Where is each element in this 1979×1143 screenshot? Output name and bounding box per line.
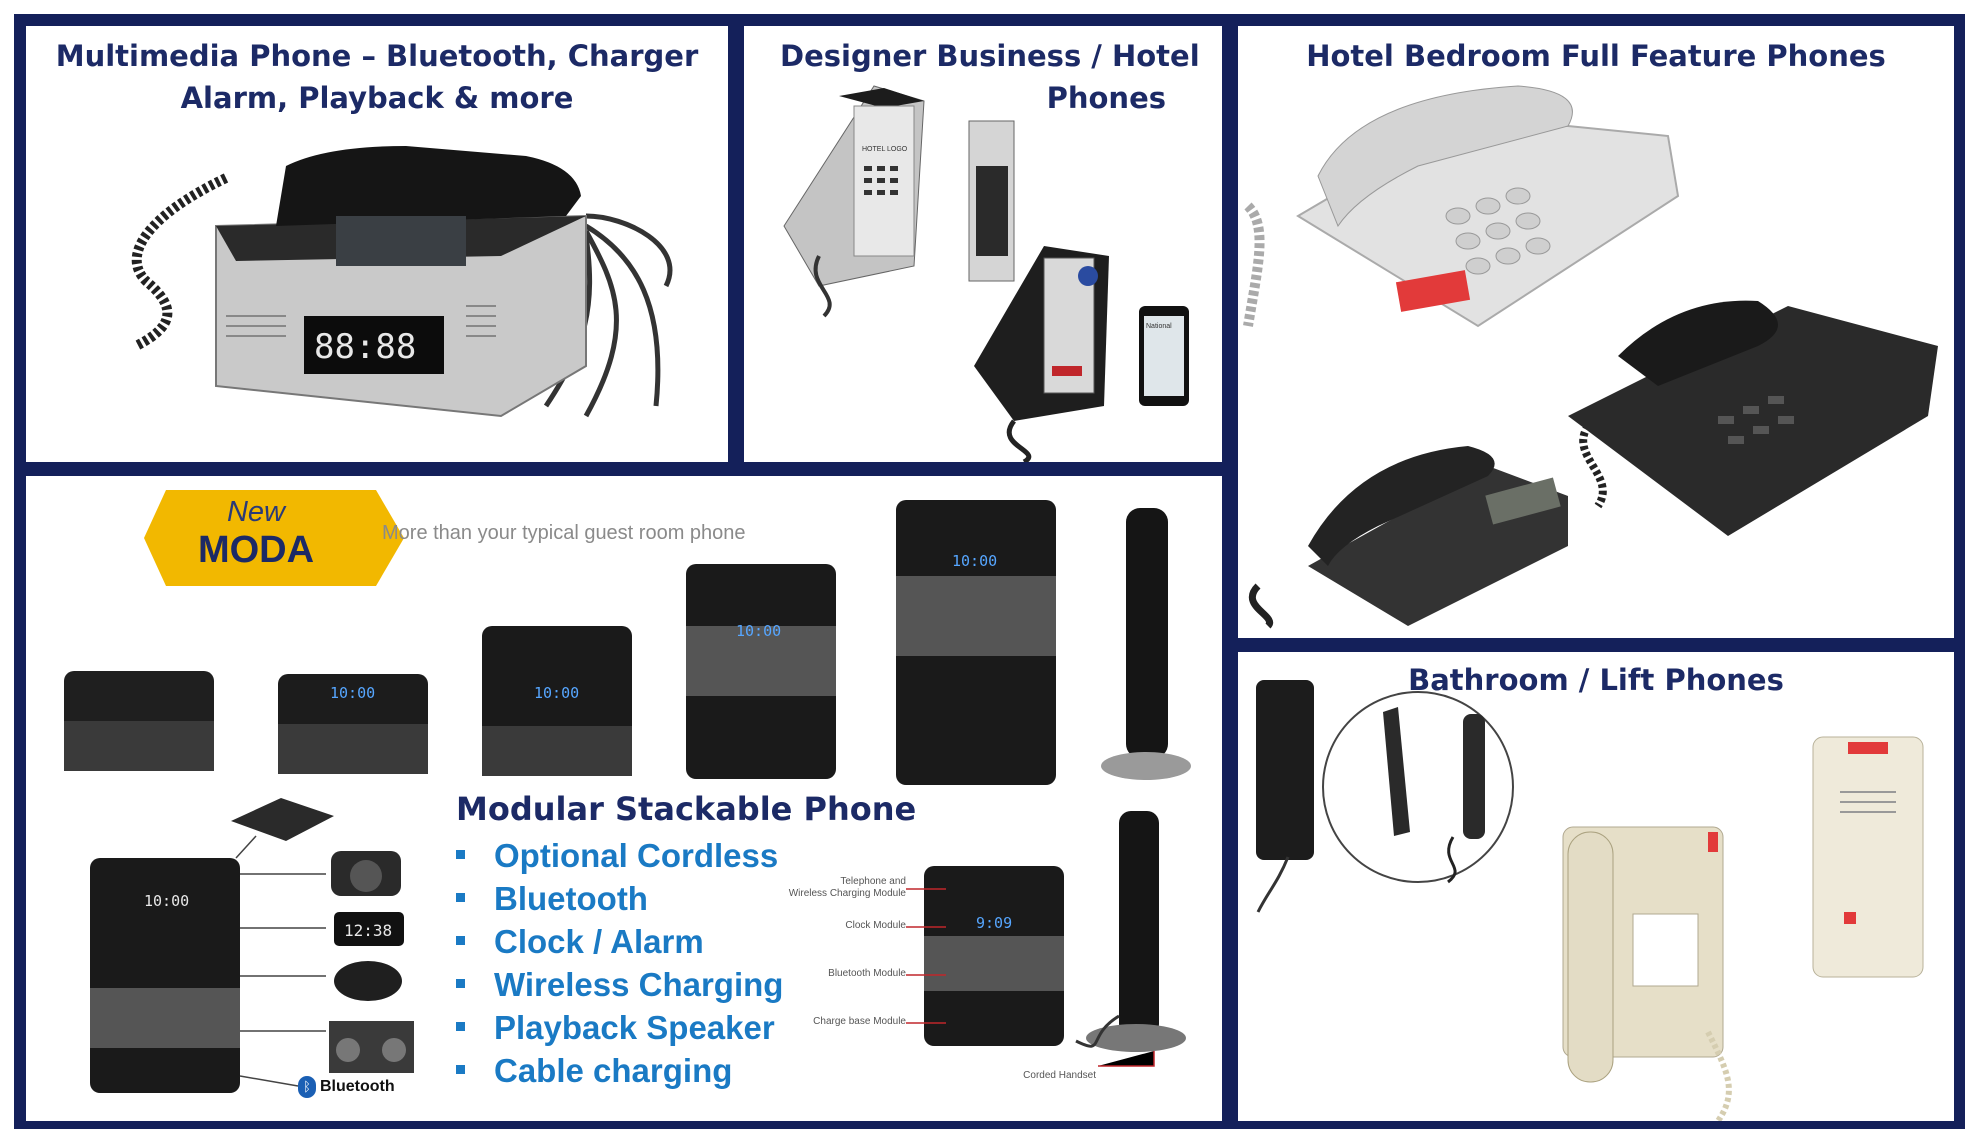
phone-screen-text: National <box>1146 323 1172 330</box>
feature-item: Clock / Alarm <box>454 920 783 963</box>
panel-hotel-bedroom-phones: Hotel Bedroom Full Feature Phones <box>1238 26 1954 638</box>
label-telephone-module: Telephone and <box>840 876 906 887</box>
moda-tagline: More than your typical guest room phone <box>382 522 746 544</box>
alarm-clock-text: 12:38 <box>344 921 392 940</box>
panel-moda-phone: 10:00 10:00 10:00 10:00 10:00 12:38 9:09… <box>26 476 1222 1121</box>
bedroom-phones-illustration <box>1243 85 1938 629</box>
moda-unit-1 <box>64 671 214 771</box>
panel-bathroom-lift-phones: Bathroom / Lift Phones <box>1238 652 1954 1121</box>
feature-item: Optional Cordless <box>454 834 783 877</box>
label-corded-handset: Corded Handset <box>1023 1070 1096 1081</box>
unit-5-clock: 10:00 <box>952 552 997 570</box>
designer-phones-illustration: HOTEL LOGO National <box>783 85 1189 462</box>
label-wireless-module: Wireless Charging Module <box>788 888 906 899</box>
panel-title: Bathroom / Lift Phones <box>1408 663 1784 697</box>
badge-name: MODA <box>197 529 315 571</box>
moda-unit-4 <box>686 564 836 779</box>
moda-badge <box>144 490 404 586</box>
badge-new: New <box>226 496 285 528</box>
panel-title: Hotel Bedroom Full Feature Phones <box>1306 39 1886 73</box>
panel-designer-phones: Designer Business / Hotel Phones HOTEL L… <box>744 26 1222 462</box>
moda-unit-2 <box>278 674 428 774</box>
feature-item: Cable charging <box>454 1049 783 1092</box>
panel-title-line2: Phones <box>1046 81 1166 115</box>
stack-clock: 10:00 <box>144 892 189 910</box>
bluetooth-icon: ᛒ <box>298 1076 316 1098</box>
label-bluetooth-module: Bluetooth Module <box>828 968 906 979</box>
moda-unit-5 <box>896 500 1056 785</box>
boombox-icon <box>329 1021 414 1073</box>
feature-list: Optional Cordless Bluetooth Clock / Alar… <box>454 834 783 1092</box>
bathroom-phones-illustration <box>1256 680 1924 1121</box>
rotary-phone-icon <box>331 851 401 896</box>
unit-2-clock: 10:00 <box>330 684 375 702</box>
moda-unit-3 <box>482 626 632 776</box>
moda-cordless-handset <box>1101 508 1191 780</box>
feature-item: Playback Speaker <box>454 1006 783 1049</box>
bluetooth-label: Bluetooth <box>320 1078 395 1095</box>
panel-title-line1: Designer Business / Hotel <box>780 39 1200 73</box>
moda-stack-left <box>90 858 240 1093</box>
diagram-clock: 9:09 <box>976 914 1012 932</box>
label-clock-module: Clock Module <box>845 920 906 931</box>
label-charge-module: Charge base Module <box>813 1016 906 1027</box>
smart-speaker-icon <box>334 961 402 1001</box>
hotel-logo-text: HOTEL LOGO <box>862 146 908 153</box>
multimedia-phone-illustration: 88:88 <box>131 146 673 418</box>
panel-title-line1: Multimedia Phone – Bluetooth, Charger <box>55 39 699 73</box>
feature-title: Modular Stackable Phone <box>456 790 917 828</box>
moda-module-diagram <box>924 811 1186 1052</box>
clock-display: 88:88 <box>314 327 416 367</box>
feature-item: Wireless Charging <box>454 963 783 1006</box>
panel-multimedia-phone: Multimedia Phone – Bluetooth, Charger Al… <box>26 26 728 462</box>
panel-title-line2: Alarm, Playback & more <box>180 81 574 115</box>
wireless-charger <box>231 798 334 841</box>
unit-3-clock: 10:00 <box>534 684 579 702</box>
feature-item: Bluetooth <box>454 877 783 920</box>
unit-4-clock: 10:00 <box>736 622 781 640</box>
moda-illustration: 10:00 10:00 10:00 10:00 10:00 12:38 9:09 <box>64 490 1191 1093</box>
alarm-clock-icon <box>334 912 404 946</box>
